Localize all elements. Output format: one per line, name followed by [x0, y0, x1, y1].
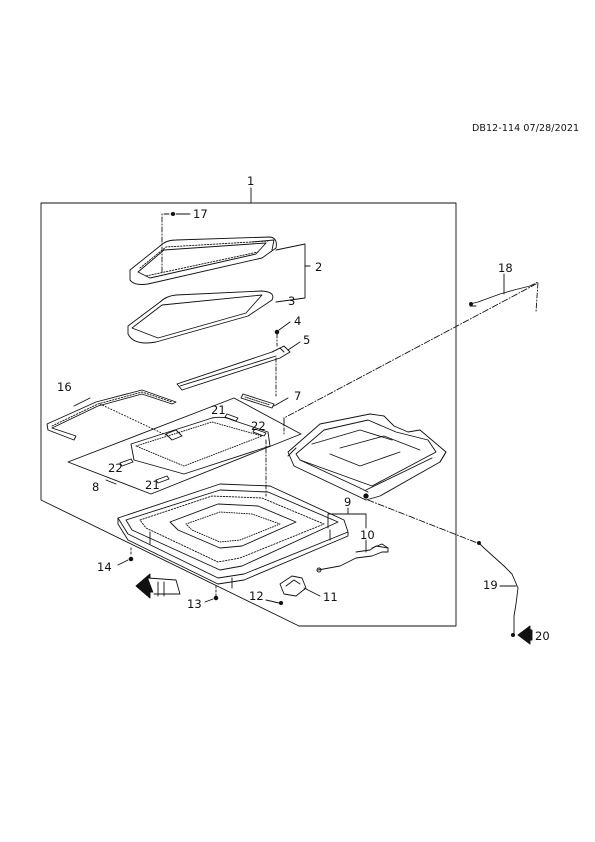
front-direction-arrow	[135, 573, 181, 599]
sunroof-frame-part	[117, 483, 349, 589]
callout-17: 17	[193, 207, 208, 221]
callout-21-lower: 21	[145, 478, 160, 492]
glass-panel-part	[127, 290, 274, 344]
cable-assembly-part	[316, 543, 389, 573]
long-harness-part	[477, 541, 519, 638]
callout-3: 3	[288, 294, 296, 308]
callout-18: 18	[498, 261, 513, 275]
callout-16: 16	[57, 380, 72, 394]
callout-8: 8	[92, 480, 100, 494]
sunshade-panel-part	[130, 416, 271, 475]
callout-1: 1	[247, 174, 255, 188]
callout-12: 12	[249, 589, 264, 603]
wind-deflector-part	[176, 341, 301, 391]
diagram-reference: DB12-114 07/28/2021	[472, 123, 580, 134]
drain-trough-part	[46, 389, 177, 441]
clip-parts	[119, 413, 267, 484]
callout-7: 7	[294, 389, 302, 403]
seal-rail-part	[240, 393, 289, 409]
sunshade-box	[67, 397, 302, 495]
callout-14: 14	[97, 560, 112, 574]
harness-part	[469, 273, 539, 313]
callout-9: 9	[344, 495, 352, 509]
callout-21-upper: 21	[211, 403, 226, 417]
callout-22-upper: 22	[251, 419, 266, 433]
callout-19: 19	[483, 578, 498, 592]
callout-13: 13	[187, 597, 202, 611]
callout-20: 20	[535, 629, 550, 643]
callout-10: 10	[360, 528, 375, 542]
callout-5: 5	[303, 333, 311, 347]
callout-11: 11	[323, 590, 338, 604]
callout-4: 4	[294, 314, 302, 328]
motor-part	[279, 575, 321, 597]
callout-2: 2	[315, 260, 323, 274]
assembly-frame	[40, 202, 457, 627]
glass-frame-part	[129, 236, 277, 285]
drive-mechanism-part	[287, 413, 447, 501]
callout-22-lower: 22	[108, 461, 123, 475]
